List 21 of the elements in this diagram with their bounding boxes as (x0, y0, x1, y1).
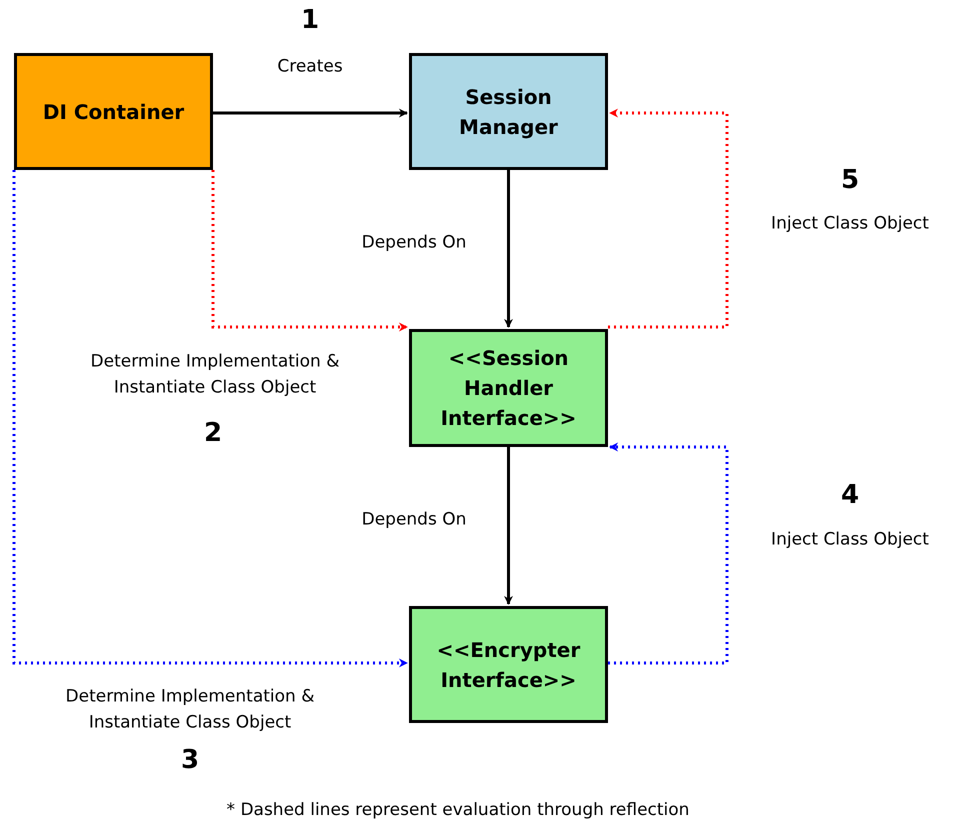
class-name: <<Session Handler Interface>> (440, 345, 578, 432)
arrow (608, 442, 728, 664)
arrow (213, 108, 408, 118)
step-number: 4 (840, 480, 860, 510)
arrow (12, 170, 408, 668)
class-box (409, 606, 608, 723)
arrow (212, 170, 408, 332)
step-number: 1 (300, 5, 320, 35)
footnote: * Dashed lines represent evaluation through reflection (226, 800, 690, 820)
class-name: <<Encrypter Interface>> (436, 636, 582, 694)
class-box (409, 53, 608, 170)
class-box (409, 329, 608, 447)
arrow (504, 170, 513, 328)
class-box (14, 53, 213, 170)
step-number: 3 (180, 745, 200, 775)
arrow (504, 447, 513, 605)
step-number: 5 (840, 165, 860, 195)
step-number: 2 (204, 418, 222, 448)
arrow (608, 108, 728, 328)
class-name: DI Container (42, 98, 186, 126)
class-name: Session Manager (458, 84, 559, 140)
